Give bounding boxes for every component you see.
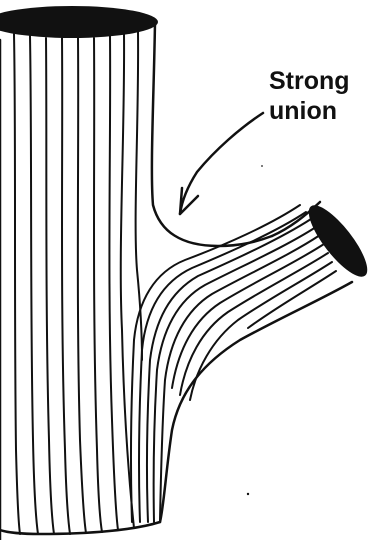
label-line-2: union xyxy=(269,96,350,126)
branch xyxy=(160,198,376,522)
speck xyxy=(261,165,263,167)
speck xyxy=(247,493,249,495)
branch-grain-lines xyxy=(131,205,336,522)
strong-union-label: Strong union xyxy=(269,66,350,126)
arrow-shaft xyxy=(180,113,263,214)
trunk-bottom-edge xyxy=(0,522,160,534)
label-line-1: Strong xyxy=(269,66,350,96)
arrow-indicator xyxy=(180,113,263,214)
branch-lower-edge xyxy=(160,282,352,522)
trunk-crotch-edge xyxy=(152,22,272,246)
trunk-cut-top xyxy=(0,6,158,38)
trunk-grain-lines xyxy=(14,32,142,534)
trunk xyxy=(0,22,272,540)
